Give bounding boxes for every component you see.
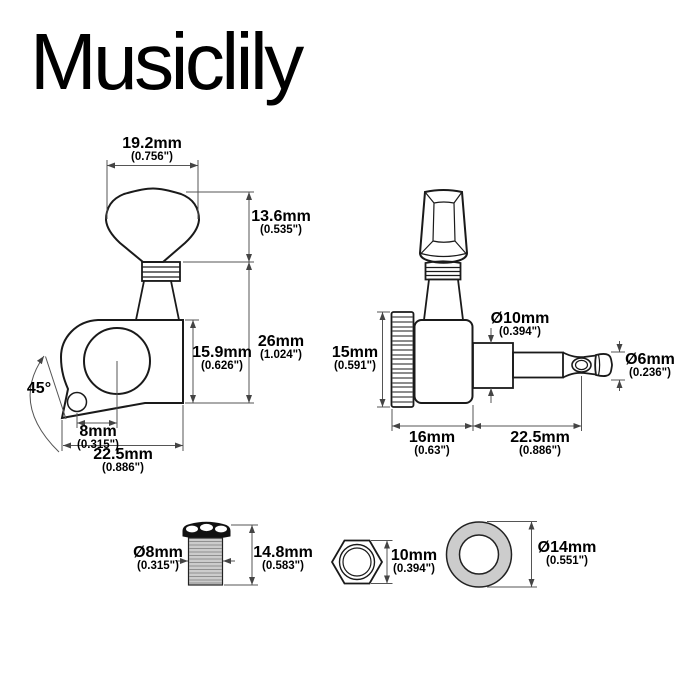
dim-label-nut-size: 10mm (0.394") xyxy=(390,547,438,576)
bushing-dimension-lines xyxy=(176,524,258,586)
dim-label-washer-diameter: Ø14mm (0.551") xyxy=(537,539,597,568)
dim-label-body-width: 16mm (0.63") xyxy=(408,429,456,458)
bushing-drawing xyxy=(182,521,231,586)
dim-label-total-height: 26mm (1.024") xyxy=(257,333,305,362)
hex-nut-drawing xyxy=(330,539,384,585)
dim-label-bushing-diameter: Ø8mm (0.315") xyxy=(133,544,183,573)
dim-label-post-diameter: Ø10mm (0.394") xyxy=(490,310,550,339)
dim-label-bushing-height: 14.8mm (0.583") xyxy=(253,544,313,573)
hex-nut-dimension-lines xyxy=(371,540,393,584)
dim-label-string-post-diameter: Ø6mm (0.236") xyxy=(625,351,675,380)
dim-label-total-width: 22.5mm (0.886") xyxy=(93,446,153,475)
front-view-drawing xyxy=(59,187,201,420)
dim-label-ear-angle: 45° xyxy=(26,380,52,397)
washer-drawing xyxy=(445,521,513,588)
dim-label-button-height: 13.6mm (0.535") xyxy=(251,208,311,237)
dim-label-post-length: 22.5mm (0.886") xyxy=(510,429,570,458)
side-view-drawing xyxy=(390,189,613,408)
side-view-dimension-lines xyxy=(377,311,625,431)
washer-dimension-lines xyxy=(487,521,537,588)
brand-logo: Musiclily xyxy=(30,17,304,106)
front-view-dimension-lines xyxy=(29,160,254,453)
dim-label-housing-height: 15.9mm (0.626") xyxy=(192,344,252,373)
dim-label-screw-offset: 8mm (0.315") xyxy=(77,423,119,452)
dim-label-button-width: 19.2mm (0.756") xyxy=(122,135,182,164)
dim-label-body-height: 15mm (0.591") xyxy=(331,344,379,373)
